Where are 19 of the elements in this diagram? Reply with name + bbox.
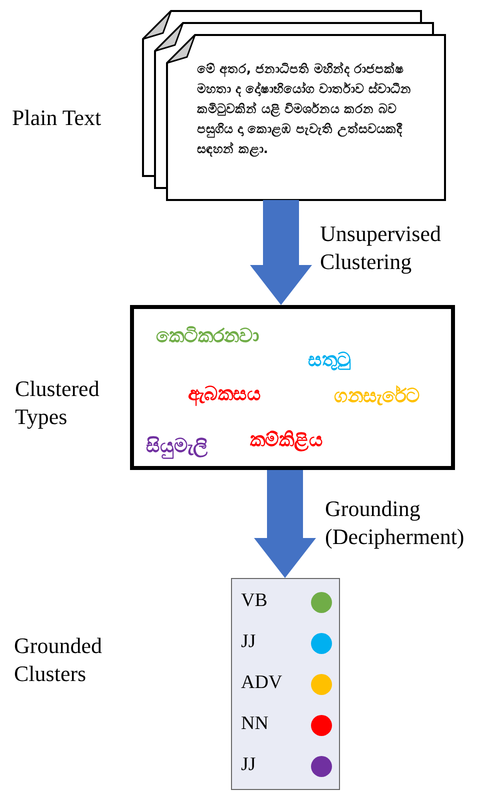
stage-label: Grounded Clusters — [14, 632, 103, 688]
tag-label: VB — [241, 589, 268, 613]
tag-label: NN — [241, 712, 268, 736]
cluster-word: ඇබකසය — [188, 382, 261, 407]
tag-list-panel — [231, 578, 340, 790]
stage-label: Plain Text — [12, 104, 102, 132]
paragraph-text: මේ අතර, ජනාධිපති මහින්ද රාජපක්ෂ මහතා ද දෝෂාභියෝග වාර්තාව ස්වාධීන කමිටුවකින් යළි විමර්ශනය කරන බව පසුගිය දා කොළඹ පැවැති උත්සවයකදී සඳහන් කළා. — [197, 60, 412, 159]
cluster-word: කෙටිකරනවා — [156, 324, 259, 349]
tag-label: ADV — [241, 671, 282, 695]
block-arrow — [254, 470, 316, 578]
cluster-word: සතුටු — [308, 348, 351, 373]
tag-label: JJ — [241, 753, 256, 777]
cluster-word: ගනසැරේට — [334, 384, 420, 409]
block-arrow — [250, 200, 312, 305]
stage-label: Clustered Types — [15, 375, 100, 431]
cluster-word: කම්කිළිය — [250, 428, 323, 453]
tag-label: JJ — [241, 630, 256, 654]
cluster-box — [130, 305, 455, 470]
cluster-word: සියුමැලි — [146, 434, 208, 459]
